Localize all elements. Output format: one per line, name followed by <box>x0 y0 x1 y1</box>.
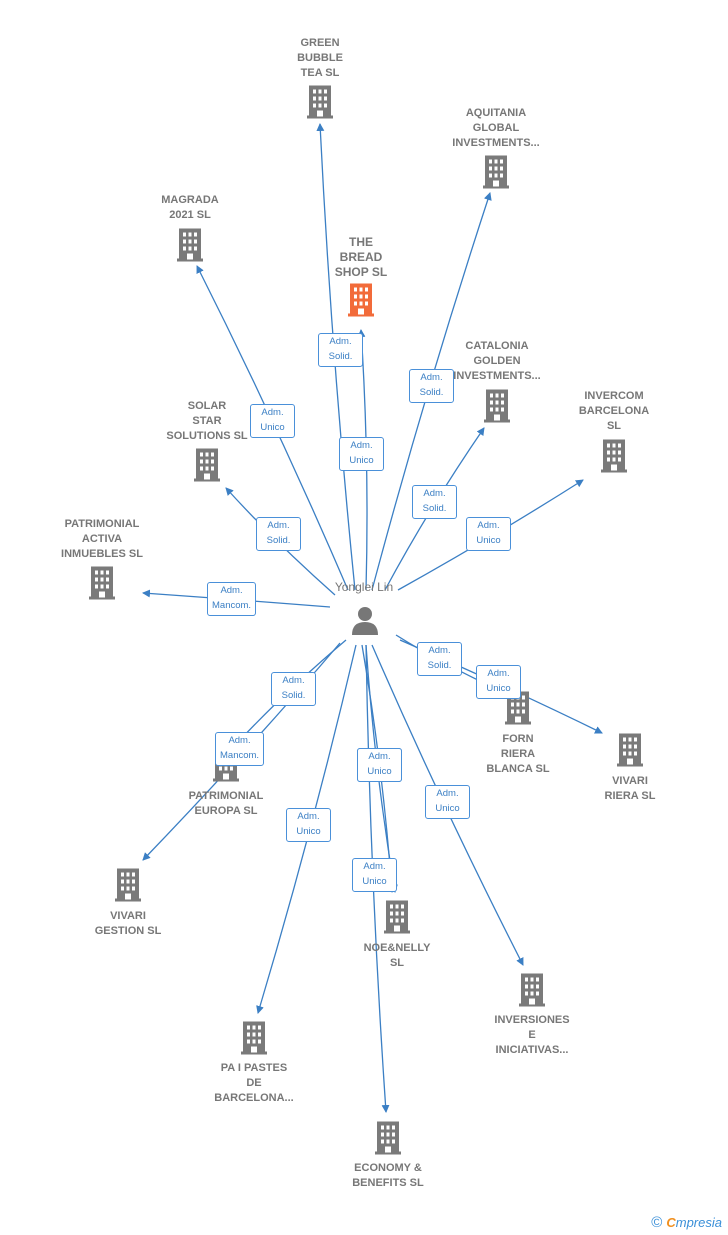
building-icon-bread[interactable] <box>348 283 374 317</box>
company-label-magrada[interactable]: MAGRADA 2021 SL <box>161 194 219 221</box>
building-icon-noe[interactable] <box>384 900 410 934</box>
company-label-noe[interactable]: NOE&NELLY SL <box>363 942 431 969</box>
building-icon-pa[interactable] <box>241 1021 267 1055</box>
role-badge-inversiones[interactable]: Adm. Unico <box>425 785 470 819</box>
role-badge-magrada[interactable]: Adm. Unico <box>250 404 295 438</box>
role-badge-catalonia[interactable]: Adm. Solid. <box>412 485 457 519</box>
building-icon-green[interactable] <box>307 85 333 119</box>
company-label-aquitania[interactable]: AQUITANIA GLOBAL INVESTMENTS... <box>452 107 540 149</box>
role-badge-forn[interactable]: Adm. Solid. <box>417 642 462 676</box>
company-label-inversiones[interactable]: INVERSIONES E INICIATIVAS... <box>494 1014 570 1056</box>
role-badge-noe[interactable]: Adm. Unico <box>352 858 397 892</box>
company-label-pa[interactable]: PA I PASTES DE BARCELONA... <box>214 1062 294 1104</box>
role-badge-economy[interactable]: Adm. Unico <box>357 748 402 782</box>
copyright-icon: © <box>651 1214 663 1231</box>
role-badge-bread[interactable]: Adm. Unico <box>339 437 384 471</box>
footer-brand: ©Cmpresia <box>651 1214 722 1231</box>
building-icon-vivariG[interactable] <box>115 868 141 902</box>
company-label-economy[interactable]: ECONOMY & BENEFITS SL <box>352 1162 424 1189</box>
company-label-forn[interactable]: FORN RIERA BLANCA SL <box>486 733 550 775</box>
company-label-solar[interactable]: SOLAR STAR SOLUTIONS SL <box>166 400 248 442</box>
company-label-pateuropa[interactable]: PATRIMONIAL EUROPA SL <box>188 790 264 817</box>
company-label-green[interactable]: GREEN BUBBLE TEA SL <box>297 37 343 79</box>
building-icon-aquitania[interactable] <box>483 155 509 189</box>
building-icon-patactiva[interactable] <box>89 566 115 600</box>
building-icon-solar[interactable] <box>194 448 220 482</box>
building-icon-inversiones[interactable] <box>519 973 545 1007</box>
building-icon-vivariR[interactable] <box>617 733 643 767</box>
company-label-vivariR[interactable]: VIVARI RIERA SL <box>604 775 656 802</box>
company-label-vivariG[interactable]: VIVARI GESTION SL <box>94 910 162 937</box>
role-badge-green[interactable]: Adm. Solid. <box>318 333 363 367</box>
person-name[interactable]: Yonglei Lin <box>334 580 394 594</box>
company-label-catalonia[interactable]: CATALONIA GOLDEN INVESTMENTS... <box>453 340 541 382</box>
company-label-invercom[interactable]: INVERCOM BARCELONA SL <box>578 390 650 432</box>
company-label-bread[interactable]: THE BREAD SHOP SL <box>334 235 388 279</box>
role-badge-invercom[interactable]: Adm. Unico <box>466 517 511 551</box>
role-badge-vivariR[interactable]: Adm. Unico <box>476 665 521 699</box>
building-icon-magrada[interactable] <box>177 228 203 262</box>
role-badge-aquitania[interactable]: Adm. Solid. <box>409 369 454 403</box>
company-label-patactiva[interactable]: PATRIMONIAL ACTIVA INMUEBLES SL <box>61 518 143 560</box>
building-icon-economy[interactable] <box>375 1121 401 1155</box>
person-icon[interactable] <box>352 607 378 635</box>
building-icon-catalonia[interactable] <box>484 389 510 423</box>
brand-logo: C <box>666 1215 676 1230</box>
role-badge-pa[interactable]: Adm. Unico <box>286 808 331 842</box>
role-badge-vivariG[interactable]: Adm. Mancom. <box>215 732 265 766</box>
role-badge-patactiva[interactable]: Adm. Mancom. <box>207 582 257 616</box>
role-badge-solar[interactable]: Adm. Solid. <box>256 517 301 551</box>
building-icon-invercom[interactable] <box>601 439 627 473</box>
role-badge-pateuropa[interactable]: Adm. Solid. <box>271 672 316 706</box>
